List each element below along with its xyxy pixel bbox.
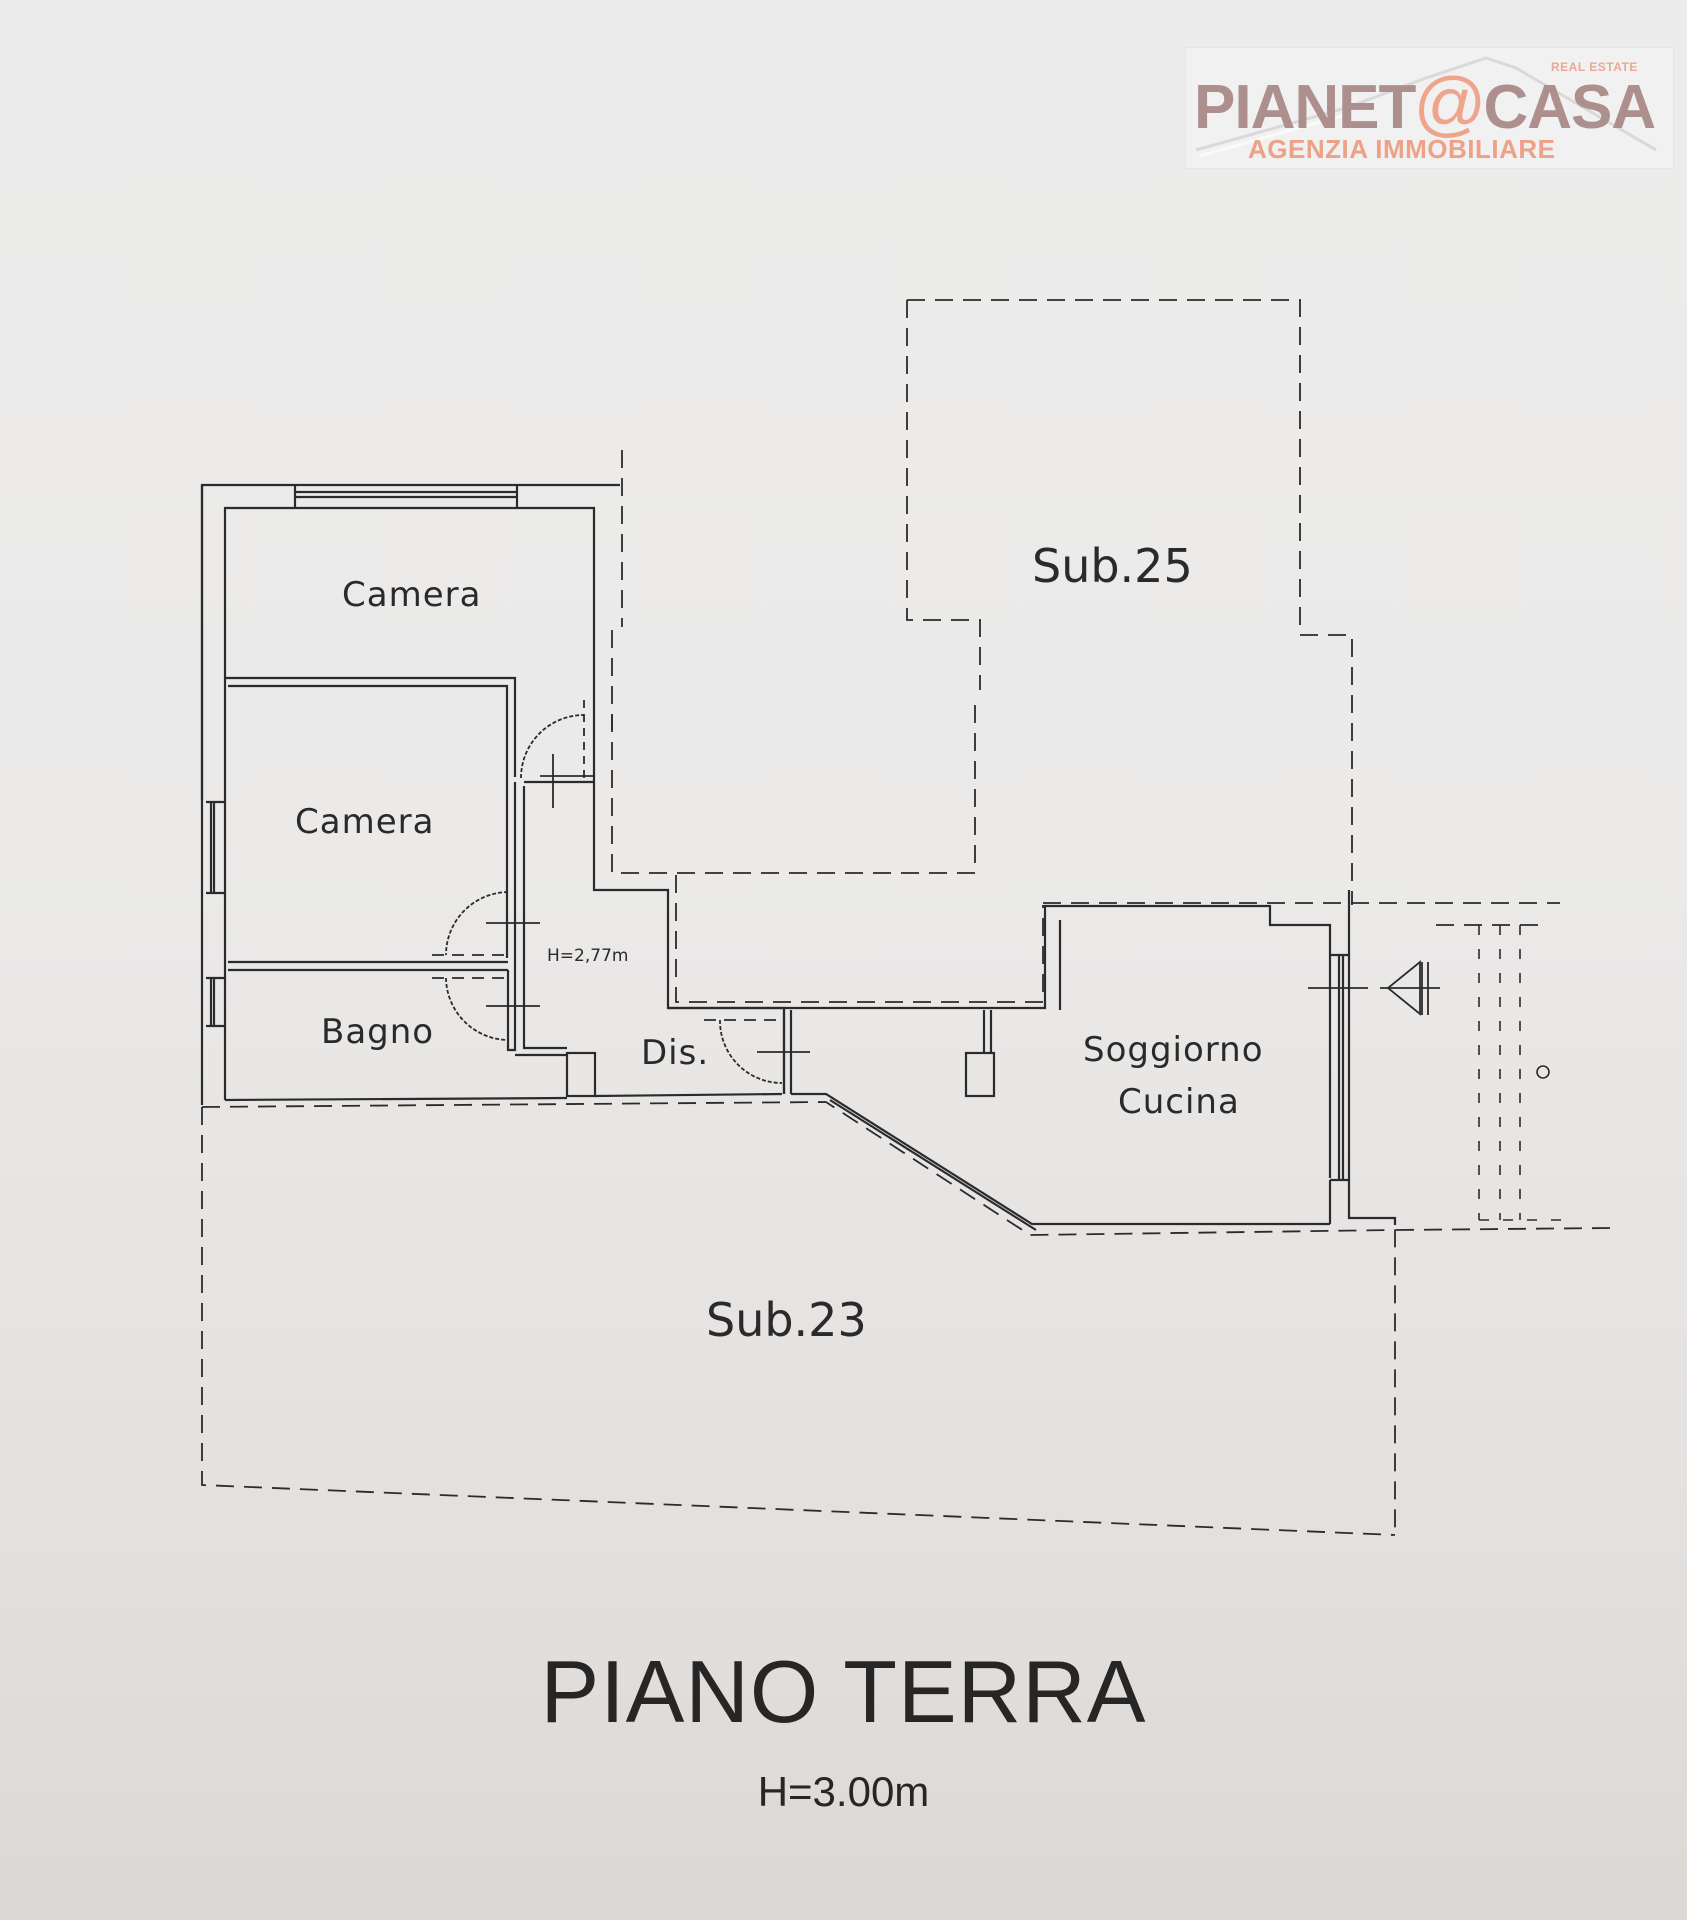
room-label-soggiorno: Soggiorno	[1083, 1030, 1264, 1070]
apartment-walls	[200, 483, 1397, 1231]
floor-height: H=3.00m	[757, 1768, 930, 1815]
corridor-height-label: H=2,77m	[547, 946, 629, 966]
logo-brand-right: CASA	[1483, 73, 1656, 142]
unit-label-sub-25: Sub.25	[1032, 539, 1193, 593]
logo-at-icon: @	[1413, 64, 1486, 144]
floor-title: PIANO TERRA	[540, 1642, 1147, 1741]
exterior-ramp	[1478, 925, 1570, 1221]
room-label-camera-1: Camera	[342, 575, 482, 615]
logo-real-estate: REAL ESTATE	[1551, 60, 1638, 74]
tap-icon	[1536, 1065, 1550, 1079]
logo-brand: PIANET@CASA	[1194, 68, 1656, 142]
room-label-cucina: Cucina	[1118, 1082, 1240, 1122]
logo-roof-lines	[1195, 56, 1657, 158]
room-label-camera-2: Camera	[295, 802, 435, 842]
unit-label-sub-23: Sub.23	[706, 1293, 867, 1347]
logo-brand-left: PIANET	[1194, 73, 1416, 142]
property-boundaries	[201, 299, 1611, 1536]
logo-tagline: AGENZIA IMMOBILIARE	[1248, 134, 1556, 164]
room-label-disimpegno: Dis.	[641, 1033, 710, 1073]
door-swings	[432, 700, 1440, 1084]
room-label-bagno: Bagno	[321, 1012, 435, 1052]
agency-logo: REAL ESTATE PIANET@CASA AGENZIA IMMOBILI…	[1186, 48, 1673, 168]
